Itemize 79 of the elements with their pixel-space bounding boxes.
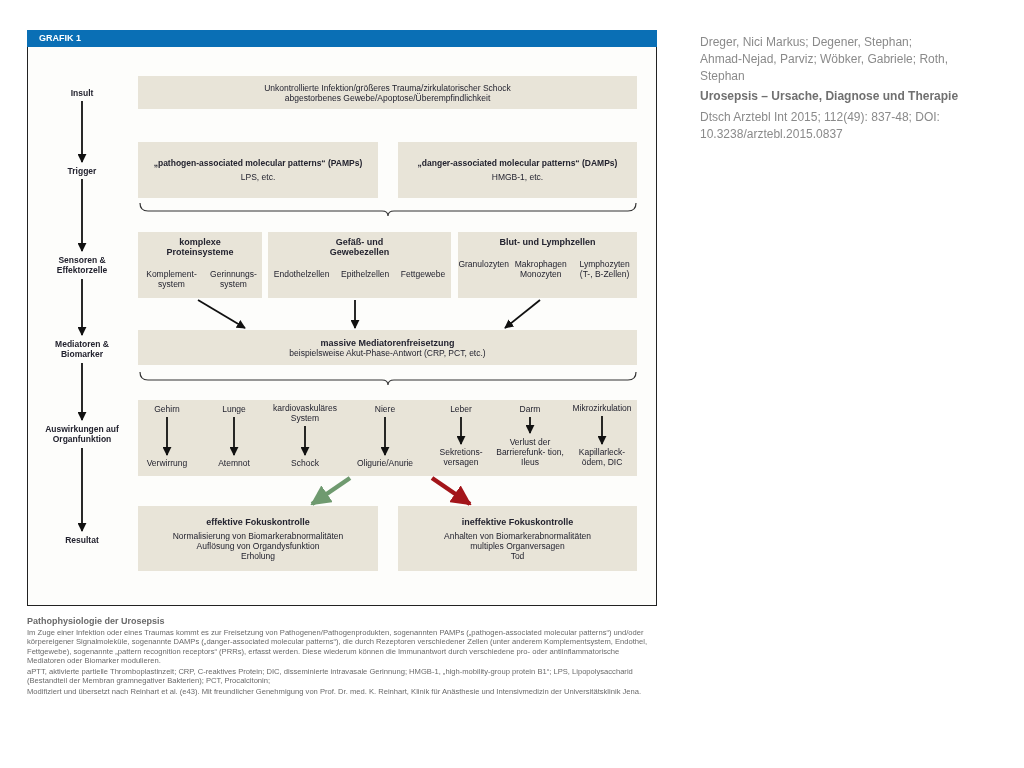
stage-label: Resultat [42,533,122,546]
cell-type-text: Lymphozyten (T-, B-Zellen) [578,259,631,279]
box-text: Unkontrollierte Infektion/größeres Trauma/zirkulatorischer Schock [264,82,511,93]
box-text: beispielsweise Akut-Phase-Antwort (CRP, PCT, etc.) [289,347,486,358]
stage-label: Trigger [42,164,122,177]
process-box [398,142,637,198]
arrow [430,476,472,506]
organ-text: Verwirrung [132,457,202,469]
organ-text: Lunge [204,403,264,415]
arrow [77,178,87,252]
stage-label: Mediatoren & Biomarker [37,337,127,361]
organ-text: Niere [355,403,415,415]
citation-text: Dtsch Arztebl Int 2015; 112(49): 837-48; DOI: 10.3238/arztebl.2015.0837 [700,109,941,143]
organ-text: Leber [431,403,491,415]
figure-title-bar: GRAFIK 1 [27,30,657,47]
organ-text: Darm [500,403,560,415]
organ-text: Kapillarleck- ödem, DIC [570,446,634,468]
stage-label: Insult [42,86,122,99]
organ-text: kardiovaskuläres System [262,402,348,424]
arrow [456,416,466,445]
arrow [380,416,390,456]
box-heading: Blut- und Lymphzellen [498,237,597,247]
arrow [162,416,172,456]
cell-type-text: Makrophagen Monozyten [513,259,568,279]
box-heading: massive Mediatorenfreisetzung [320,337,455,348]
box-heading: effektive Fokuskontrolle [206,516,310,527]
cell-type-text: Gerinnungs- system [209,269,258,289]
box-text: Tod [510,550,525,561]
arrow [77,362,87,421]
arrow [77,278,87,336]
box-text: HMGB-1, etc. [491,172,544,182]
box-heading: ineffektive Fokuskontrolle [461,516,574,527]
process-box [138,76,637,109]
cell-type-text: Endothelzellen [273,269,330,279]
arrow [597,415,607,445]
cell-group-box [138,232,262,298]
cell-type-text: Epithelzellen [341,269,390,279]
organ-panel [138,400,637,476]
organ-text: Schock [270,457,340,469]
arrow [350,299,360,329]
arrow [77,447,87,532]
box-text: Anhalten von Biomarkerabnormalitäten [444,530,591,541]
box-text: LPS, etc. [240,172,276,182]
arrow [300,425,310,456]
organ-text: Gehirn [137,403,197,415]
cell-group-box [268,232,451,298]
box-heading: „pathogen-associated molecular patterns“ (PAMPs) [153,158,363,168]
arrow [77,100,87,163]
arrow [310,476,352,506]
outcome-box [138,506,378,571]
arrow [197,299,246,329]
cell-type-text: Komplement- system [145,269,198,289]
citation-text: Dreger, Nici Markus; Degener, Stephan; Ahmad-Nejad, Parviz; Wöbker, Gabriele; Roth, Stephan [700,34,950,85]
cell-group-box [458,232,637,298]
organ-text: Atemnot [199,457,269,469]
box-text: abgestorbenes Gewebe/Apoptose/Überempfindlichkeit [284,92,491,103]
organ-text: Sekretions- versagen [431,446,491,468]
box-heading: „danger-associated molecular patterns“ (DAMPs) [417,158,618,168]
organ-text: Verlust der Barrierefunk- tion, Ileus [496,435,564,468]
box-text: Normalisierung von Biomarkerabnormalitäten [172,530,344,541]
cell-type-text: Granulozyten [458,259,509,269]
process-box [138,142,378,198]
stage-label: Auswirkungen auf Organfunktion [30,422,134,446]
box-text: Erholung [241,550,275,561]
box-text: Auflösung von Organdysfunktion [196,540,320,551]
box-heading: Gefäß- und Gewebezellen [328,237,391,257]
stage-label: Sensoren & Effektorzelle [37,253,127,277]
box-heading: komplexe Proteinsysteme [165,237,235,257]
organ-text: Oligurie/Anurie [345,457,425,469]
cell-type-text: Fettgewebe [400,269,446,279]
outcome-box [398,506,637,571]
organ-text: Mikrozirkulation [564,402,640,414]
arrow [504,299,541,329]
process-box [138,330,637,365]
caption-heading: Pathophysiologie der Urosepsis [27,616,165,626]
article-title: Urosepsis – Ursache, Diagnose und Therapie [700,88,960,105]
arrow [229,416,239,456]
arrow [525,416,535,434]
box-text: multiples Organversagen [470,540,565,551]
